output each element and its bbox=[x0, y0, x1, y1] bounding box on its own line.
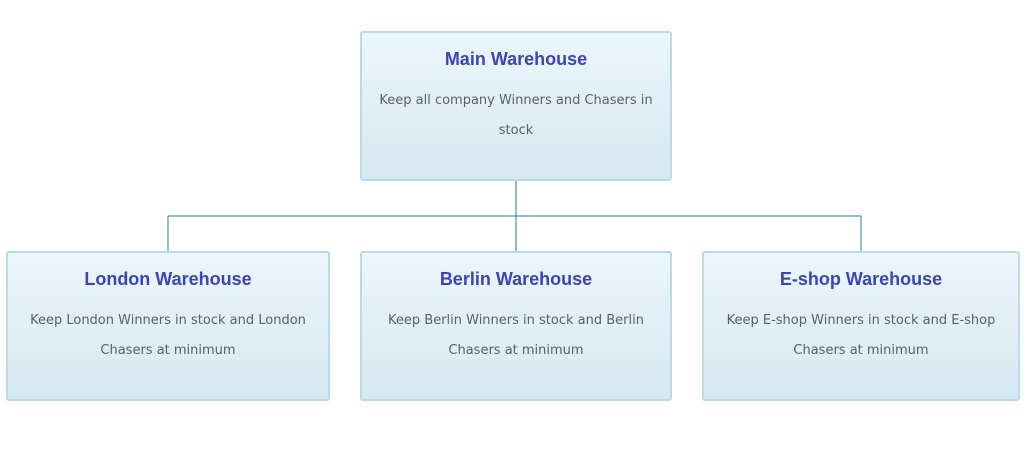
berlin-warehouse-description: Keep Berlin Winners in stock and Berlin … bbox=[388, 313, 644, 358]
london-warehouse-description: Keep London Winners in stock and London … bbox=[30, 313, 306, 358]
eshop-warehouse-description: Keep E-shop Winners in stock and E-shop … bbox=[726, 313, 996, 358]
london-warehouse-title: London Warehouse bbox=[84, 269, 252, 289]
eshop-warehouse-node: E-shop Warehouse Keep E-shop Winners in … bbox=[702, 251, 1020, 401]
berlin-warehouse-title: Berlin Warehouse bbox=[439, 269, 593, 289]
eshop-warehouse-title: E-shop Warehouse bbox=[779, 269, 943, 289]
main-warehouse-node: Main Warehouse Keep all company Winners … bbox=[360, 31, 672, 181]
main-warehouse-title: Main Warehouse bbox=[444, 49, 588, 69]
london-warehouse-node: London Warehouse Keep London Winners in … bbox=[6, 251, 330, 401]
main-warehouse-description: Keep all company Winners and Chasers in … bbox=[379, 93, 653, 138]
berlin-warehouse-node: Berlin Warehouse Keep Berlin Winners in … bbox=[360, 251, 672, 401]
